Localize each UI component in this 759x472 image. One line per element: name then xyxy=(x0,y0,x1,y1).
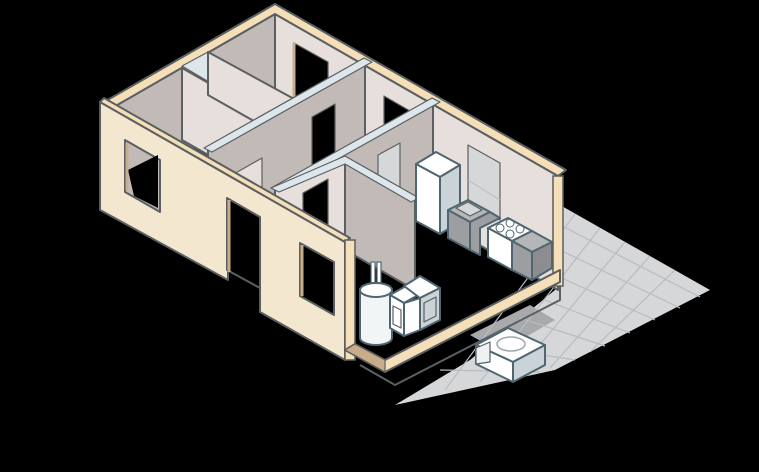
front-right-sill xyxy=(344,269,561,373)
foundation-edge xyxy=(359,285,561,386)
outdoor-ac-unit xyxy=(475,327,546,383)
sink-cabinet xyxy=(447,199,501,256)
exterior-wall-front-left xyxy=(99,97,351,361)
dryer xyxy=(403,275,441,337)
water-heater xyxy=(359,261,393,346)
corner-post xyxy=(344,175,564,361)
counter-cabinet xyxy=(511,230,553,281)
